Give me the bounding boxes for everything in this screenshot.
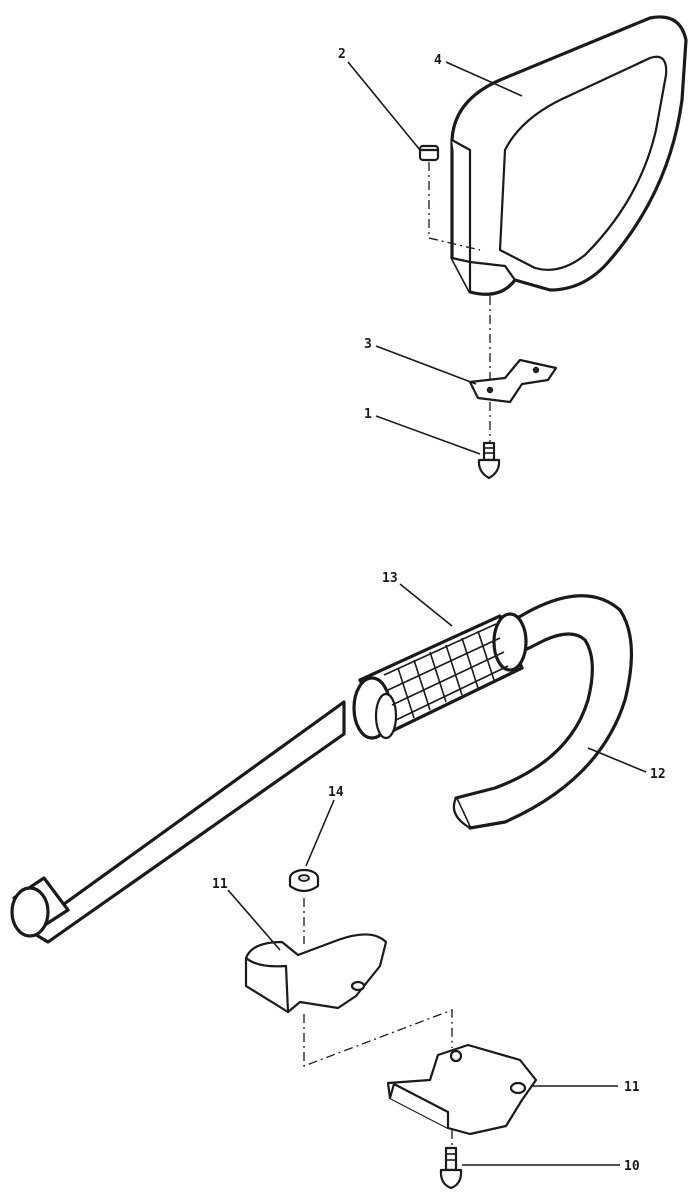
lower-clamp-part	[386, 1043, 538, 1136]
assembly-line-upper-1	[428, 162, 481, 251]
nut-part	[418, 144, 440, 162]
screw-part	[477, 441, 501, 480]
lower-screw-part	[439, 1146, 463, 1190]
callout-10: 10	[624, 1159, 640, 1174]
callout-12: 12	[650, 767, 666, 782]
callout-14: 14	[328, 785, 344, 800]
handle-bracket-part	[468, 358, 558, 404]
leader-2	[347, 61, 421, 151]
leader-12	[587, 747, 647, 773]
callout-4: 4	[434, 53, 442, 68]
loop-handle-part	[450, 15, 688, 296]
callout-11b: 11	[624, 1080, 640, 1095]
leader-4	[445, 61, 523, 97]
leader-3	[375, 345, 477, 385]
callout-1: 1	[364, 407, 372, 422]
callout-11a: 11	[212, 877, 228, 892]
callout-3: 3	[364, 337, 372, 352]
upper-clamp-part	[244, 933, 388, 1014]
callout-2: 2	[338, 47, 346, 62]
leader-11a	[227, 889, 281, 951]
leader-14	[305, 799, 335, 867]
assembly-line-lower-2	[303, 1009, 453, 1067]
grip-part	[352, 612, 528, 740]
callout-13: 13	[382, 571, 398, 586]
lower-nut-part	[288, 868, 320, 893]
leader-1	[375, 415, 481, 455]
handle-tube-part	[10, 594, 633, 944]
leader-13	[399, 583, 453, 627]
